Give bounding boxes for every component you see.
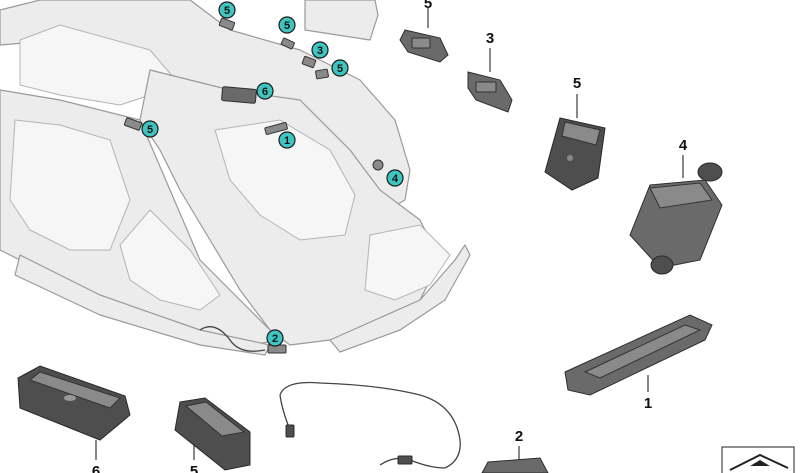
svg-text:4: 4 [392, 173, 399, 185]
frame-mount-3 [301, 55, 317, 69]
part-5-top-connector: 5 [399, 0, 449, 63]
callout-2: 2 [266, 329, 284, 347]
vehicle-body-frame [0, 0, 471, 356]
part-1-antenna-bar: 1 [564, 314, 713, 412]
svg-text:6: 6 [92, 463, 100, 473]
frame-mount-4 [315, 68, 329, 80]
svg-text:5: 5 [224, 5, 230, 17]
callout-5c: 5 [331, 59, 349, 77]
svg-text:2: 2 [515, 428, 523, 445]
svg-text:1: 1 [644, 395, 652, 412]
part-3-antenna-amplifier: 3 [467, 30, 513, 113]
svg-text:4: 4 [679, 137, 688, 154]
callout-6: 6 [256, 82, 274, 100]
callout-5a: 5 [218, 1, 236, 19]
part-6-control-unit: 6 [17, 365, 131, 473]
callout-5d: 5 [141, 120, 159, 138]
callout-4: 4 [386, 169, 404, 187]
part-5-control-unit: 5 [544, 75, 606, 191]
svg-text:3: 3 [317, 45, 323, 57]
svg-text:1: 1 [284, 135, 290, 147]
part-5-control-unit-bottom: 5 [174, 397, 251, 473]
part-2-module: 2 [481, 428, 549, 473]
frame-antenna-1 [264, 121, 288, 135]
frame-callouts: 5 5 3 5 6 5 1 4 2 [141, 1, 404, 347]
frame-top-module [304, 0, 379, 41]
svg-text:5: 5 [424, 0, 432, 12]
svg-text:6: 6 [262, 86, 268, 98]
svg-text:5: 5 [573, 75, 581, 92]
frame-module-6 [221, 86, 257, 104]
frame-cable [199, 326, 266, 352]
svg-text:5: 5 [337, 63, 343, 75]
svg-text:3: 3 [486, 30, 494, 47]
svg-text:5: 5 [284, 20, 290, 32]
part-4-antenna-module: 4 [629, 137, 723, 275]
frame-mount-2 [280, 37, 295, 50]
coaxial-cable-assembly [279, 381, 461, 469]
svg-text:2: 2 [272, 333, 278, 345]
svg-text:5: 5 [147, 124, 153, 136]
callout-5b: 5 [278, 16, 296, 34]
legend-arrow-icon [721, 446, 795, 473]
callout-1: 1 [278, 131, 296, 149]
frame-mount-1 [218, 17, 236, 31]
frame-mount-5 [123, 117, 143, 131]
svg-text:5: 5 [190, 463, 198, 473]
callout-3: 3 [311, 41, 329, 59]
frame-sensor-4 [372, 159, 384, 171]
